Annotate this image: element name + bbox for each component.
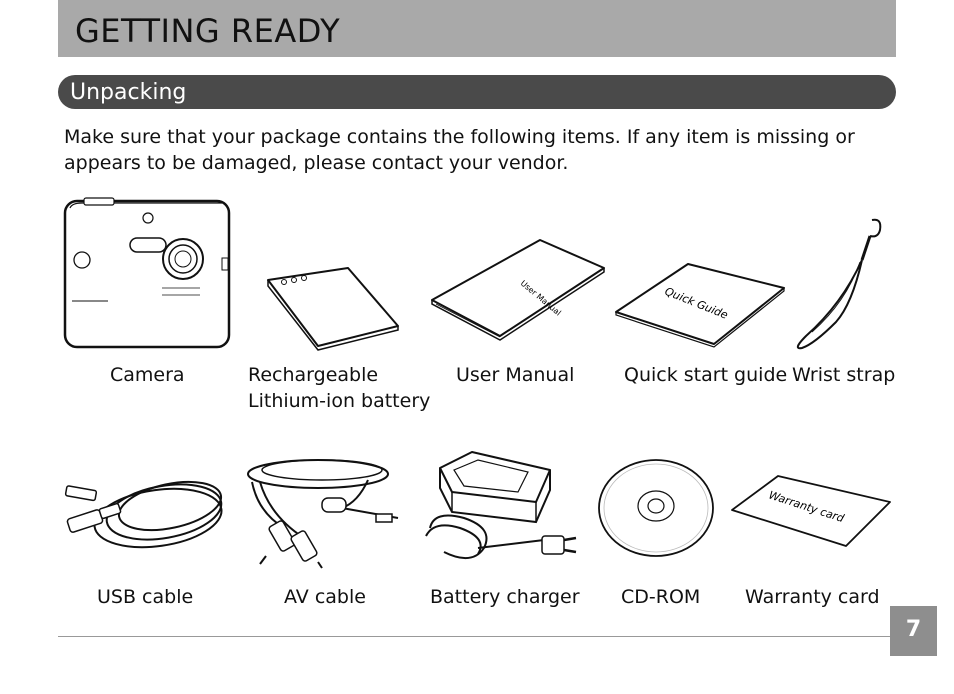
item-label-warranty-card: Warranty card	[745, 586, 880, 608]
item-label-quick-start-guide: Quick start guide	[624, 364, 788, 386]
item-label-wrist-strap: Wrist strap	[792, 364, 896, 386]
item-label-battery: Rechargeable Lithium-ion battery	[248, 364, 431, 412]
intro-paragraph: Make sure that your package contains the…	[64, 126, 855, 174]
battery-charger-icon	[425, 451, 577, 559]
item-label-usb-cable: USB cable	[97, 586, 194, 608]
item-label-user-manual: User Manual	[456, 364, 575, 386]
item-label-battery-charger: Battery charger	[430, 586, 580, 608]
cd-rom-icon	[598, 459, 714, 557]
user-manual-icon: User Manual	[431, 239, 605, 341]
wrist-strap-icon	[796, 218, 882, 350]
item-label-cd-rom: CD-ROM	[621, 586, 701, 608]
page-title: GETTING READY	[75, 12, 341, 50]
warranty-card-icon: Warranty card	[731, 475, 891, 547]
section-header: Unpacking	[58, 75, 896, 109]
usb-cable-icon	[64, 480, 223, 549]
battery-icon	[267, 267, 399, 351]
camera-icon	[63, 197, 231, 349]
item-label-av-cable: AV cable	[284, 586, 366, 608]
section-title: Unpacking	[70, 80, 187, 105]
page-number: 7	[905, 617, 922, 642]
item-label-camera: Camera	[110, 364, 185, 386]
quick-guide-icon: Quick Guide	[615, 263, 785, 348]
av-cable-icon	[247, 459, 399, 569]
title-bar: GETTING READY	[58, 0, 896, 57]
page-number-box: 7	[890, 606, 937, 656]
footer-divider	[58, 636, 892, 637]
